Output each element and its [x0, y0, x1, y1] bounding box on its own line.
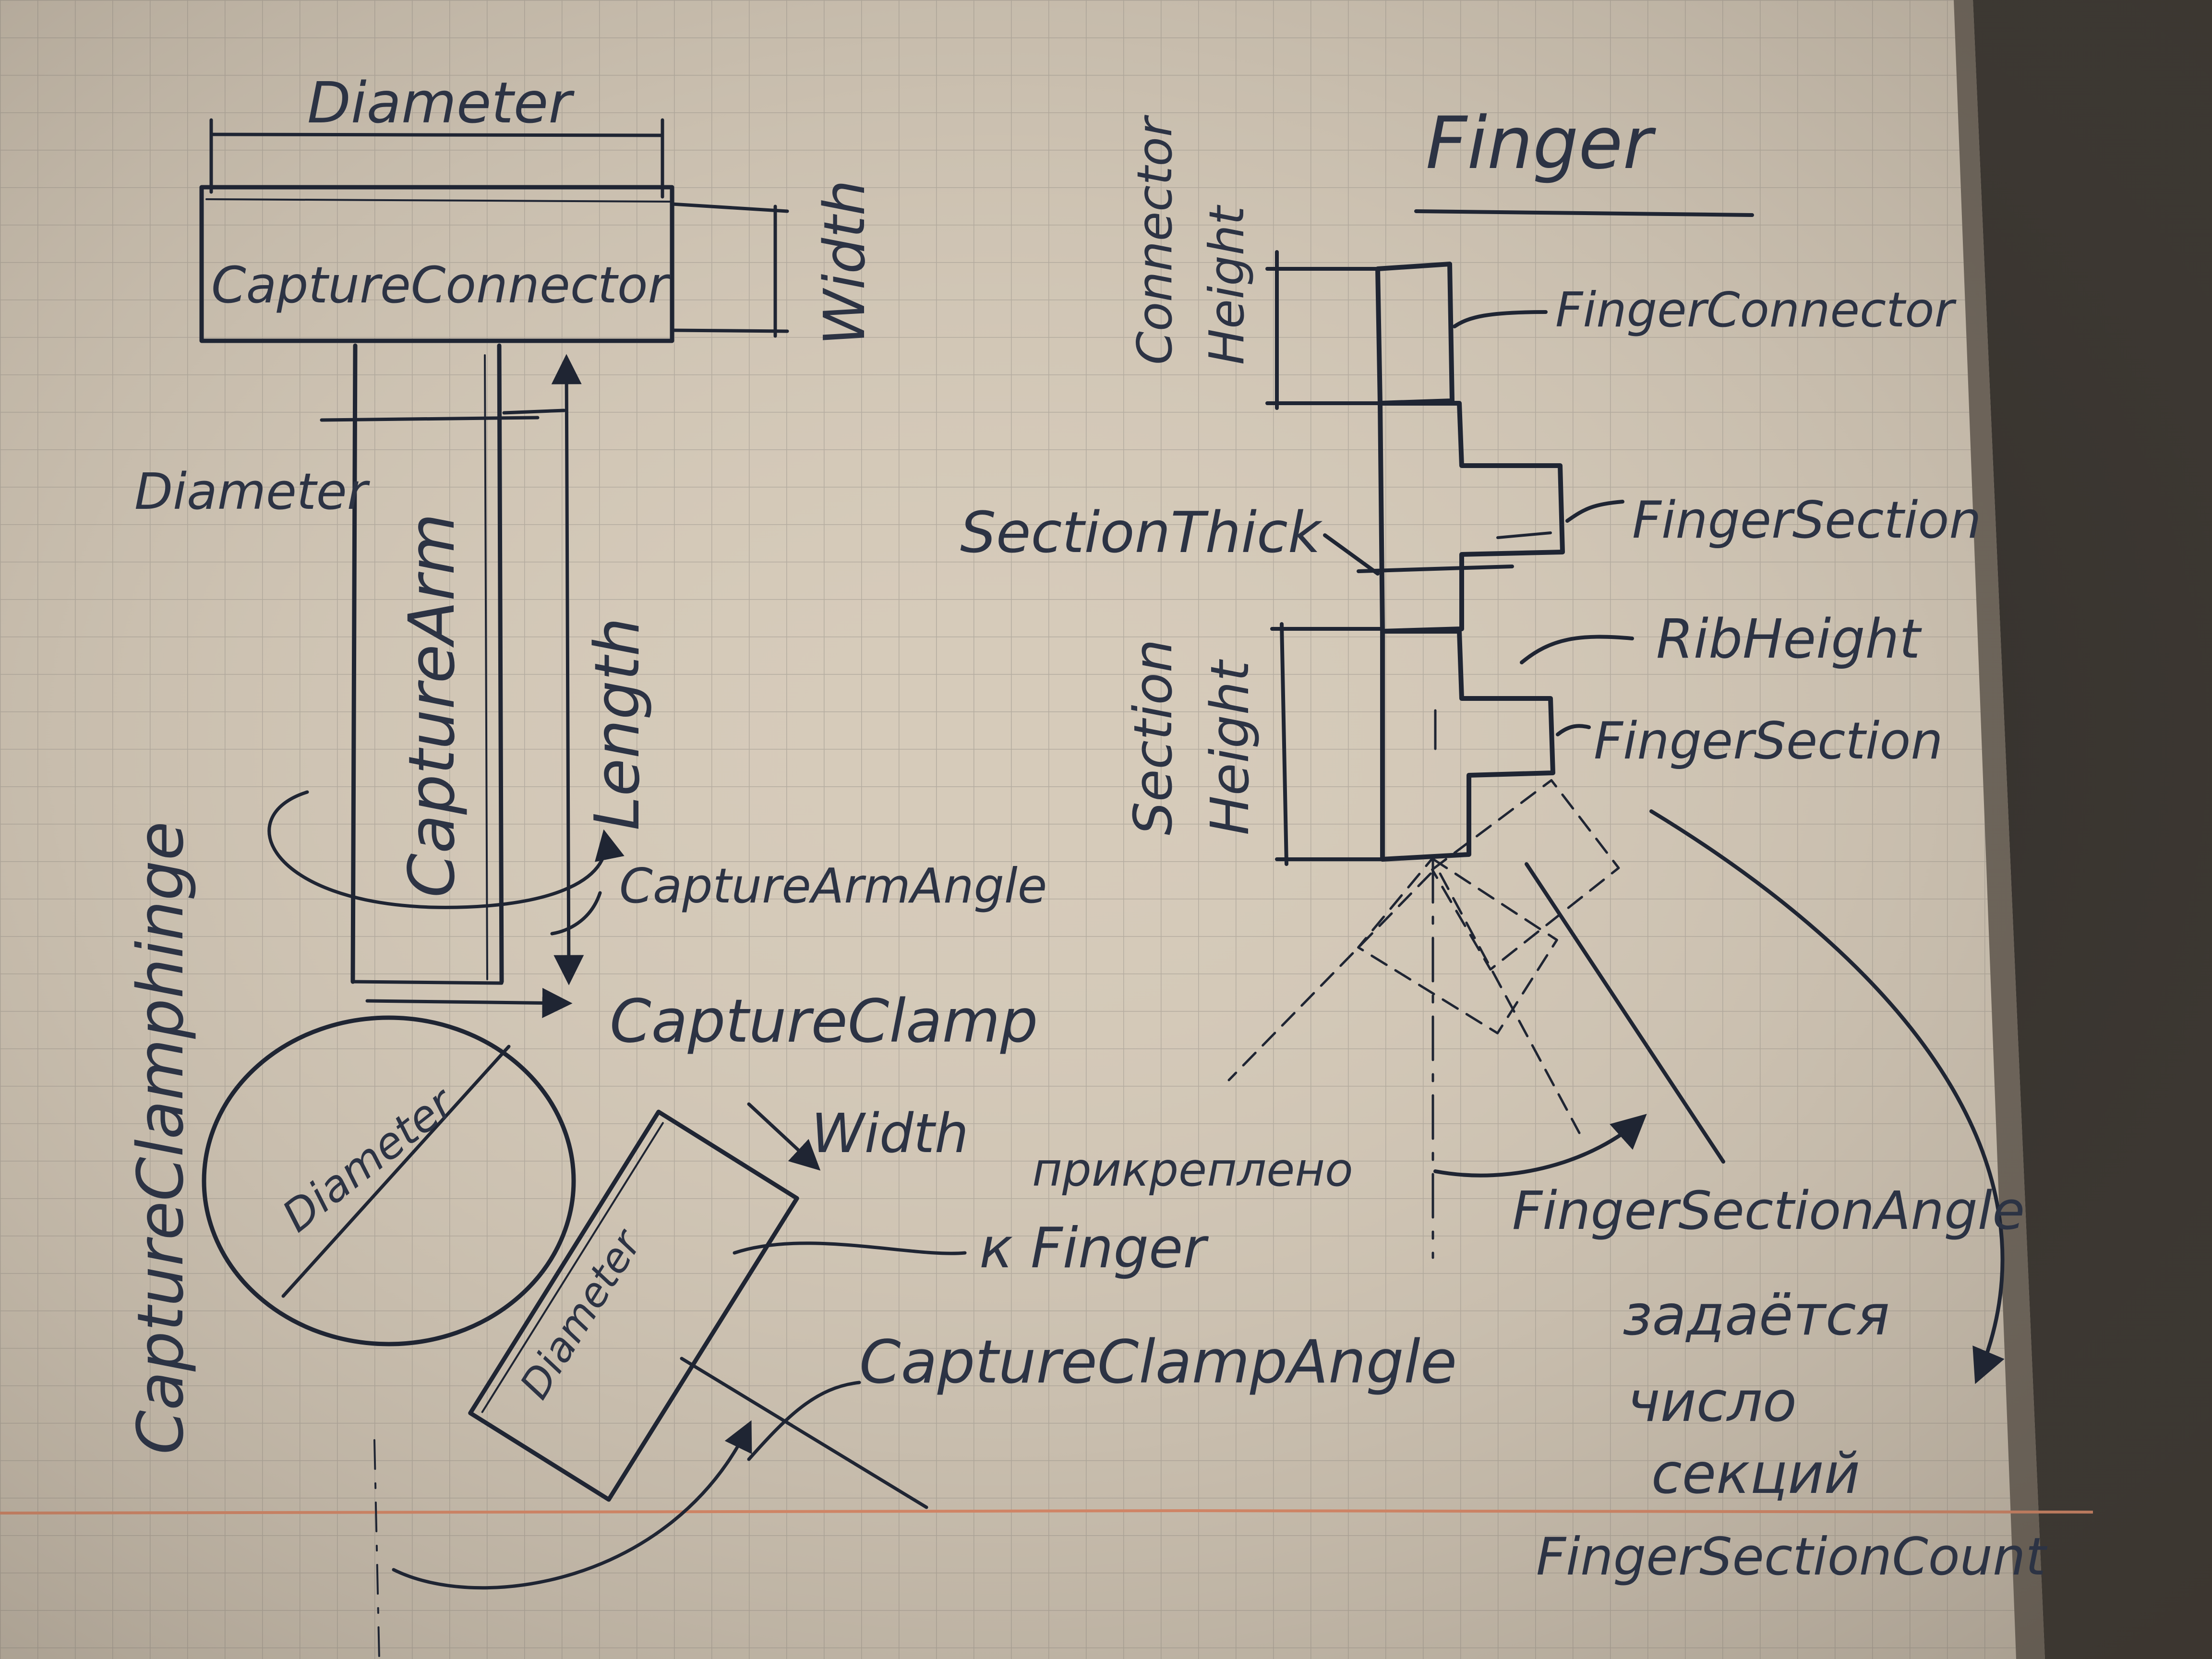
capture-clamp-box: [468, 1109, 799, 1502]
capture-clamp-hinge-label: CaptureClamphinge: [124, 821, 198, 1455]
section-thick-dim-line: [1357, 565, 1514, 573]
finger-section-2-leader: [1556, 724, 1591, 736]
hinge-diameter-line: [281, 1045, 511, 1298]
arm-width-ext: [502, 409, 566, 415]
section-height-label-2: Height: [1199, 659, 1261, 835]
capture-assembly: [199, 118, 967, 1659]
section-count-note-2: число: [1627, 1370, 1797, 1434]
rib-height-leader: [1520, 635, 1634, 664]
arm-diameter-label: Diameter: [134, 462, 371, 521]
rib-height-label: RibHeight: [1656, 608, 1922, 671]
capture-arm-inner-edge: [484, 354, 488, 980]
clamp-angle-arc: [392, 1420, 752, 1590]
arm-length-label: Length: [582, 617, 653, 830]
clamp-angle-leader: [747, 1381, 861, 1461]
section-count-arrow: [1649, 809, 2005, 1384]
finger-title: Finger: [1426, 102, 1657, 185]
note-leader: [733, 1241, 967, 1255]
capture-arm-bottom: [351, 980, 504, 985]
connector-diameter-label: Diameter: [307, 70, 575, 136]
clamp-width-label: Width: [811, 1103, 969, 1165]
connector-width-ext-top: [670, 202, 789, 213]
attached-note-line1: прикреплено: [1032, 1143, 1353, 1197]
section-angle-ext: [1525, 862, 1725, 1164]
connector-height-label-1: Connector: [1127, 114, 1183, 365]
finger-section-1-leader: [1565, 500, 1624, 523]
connector-inner-line: [205, 198, 671, 203]
section-height-label-1: Section: [1122, 639, 1184, 835]
arm-diameter-dim-line: [320, 416, 540, 422]
section-count-note-1: задаётся: [1623, 1283, 1890, 1348]
clamp-centre-line: [373, 1439, 380, 1659]
clamp-width-dim: [747, 1102, 821, 1171]
capture-arm-label: CaptureArm: [395, 513, 469, 898]
capture-arm-right-edge: [497, 343, 504, 984]
section-angle-arc: [1433, 1114, 1647, 1178]
capture-arm-left-edge: [350, 343, 358, 984]
section-thick-label: SectionThick: [960, 499, 1323, 565]
capture-clamp-label: CaptureClamp: [610, 987, 1038, 1056]
arm-bottom-dim: [365, 987, 573, 1018]
finger-title-underline: [1414, 209, 1754, 217]
finger-connector-label: FingerConnector: [1555, 282, 1957, 338]
arm-angle-arc-tail: [550, 891, 602, 936]
finger-assembly: [1227, 209, 2005, 1384]
section-thick-leader: [1323, 533, 1380, 576]
dashed-rotated-sections: [1227, 779, 1620, 1134]
finger-section-2-outline: [1380, 629, 1555, 862]
section-height-dim-line: [1280, 622, 1288, 866]
section-1-rib-shade: [1496, 531, 1552, 539]
clamp-angle-ext: [680, 1357, 928, 1509]
capture-connector-label: CaptureConnector: [211, 256, 671, 314]
attached-note-line2: к Finger: [979, 1216, 1209, 1281]
section-count-note-3: секций: [1651, 1442, 1860, 1506]
finger-section-2-label: FingerSection: [1594, 711, 1943, 770]
arm-length-dim-line: [551, 354, 584, 986]
capture-connector-box: [199, 185, 674, 343]
clamp-hinge-circle: [202, 1015, 576, 1346]
connector-width-label: Width: [811, 180, 878, 346]
finger-section-count-label: FingerSectionCount: [1536, 1527, 2048, 1587]
connector-width-ext-bottom: [670, 328, 789, 333]
arm-angle-arc: [267, 790, 625, 909]
capture-clamp-angle-label: CaptureClampAngle: [859, 1328, 1457, 1397]
capture-arm-angle-label: CaptureArmAngle: [619, 858, 1047, 914]
finger-section-angle-label: FingerSectionAngle: [1512, 1180, 2025, 1241]
connector-diameter-dim-line: [209, 132, 664, 137]
finger-connector-leader: [1453, 310, 1548, 328]
finger-section-1-label: FingerSection: [1632, 491, 1982, 550]
connector-height-label-2: Height: [1199, 204, 1255, 365]
